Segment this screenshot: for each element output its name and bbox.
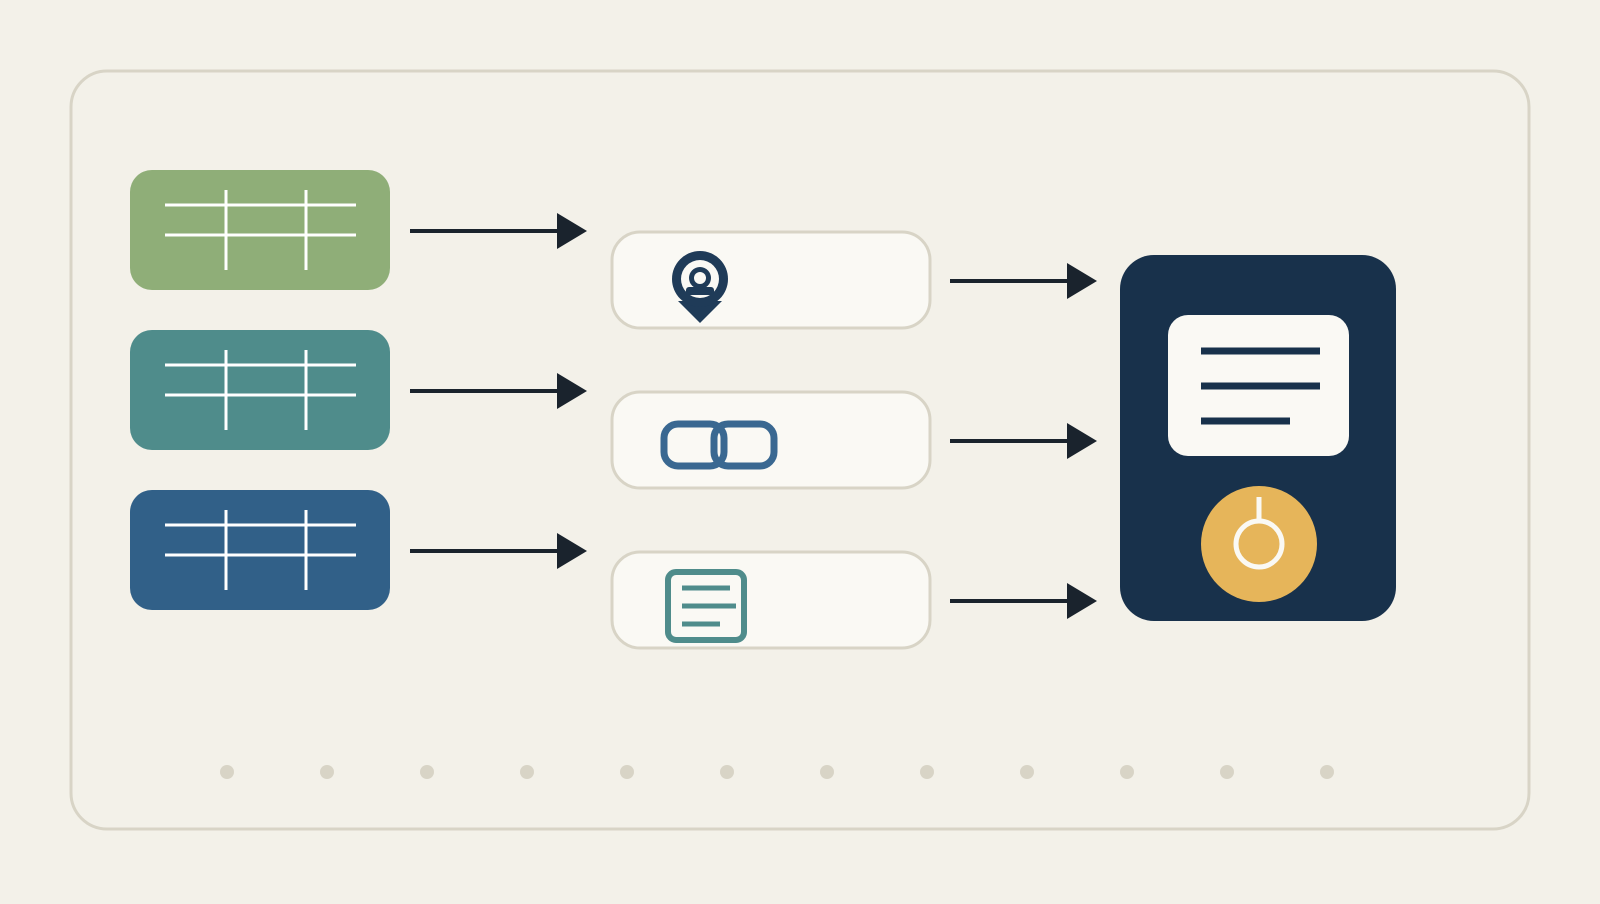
source-tables <box>130 170 390 610</box>
arrow-step-2 <box>950 423 1097 459</box>
table-grid-icon <box>165 510 356 590</box>
step-locate <box>610 230 932 330</box>
arrows-to-output <box>950 263 1097 619</box>
footer-dot <box>420 765 434 779</box>
footer-dot <box>220 765 234 779</box>
arrows-to-steps <box>410 213 587 569</box>
step-locate-box <box>610 230 932 330</box>
footer-dot <box>1320 765 1334 779</box>
arrow-step-1 <box>950 263 1097 299</box>
step-document-box <box>610 550 932 650</box>
footer-dots <box>220 765 1334 779</box>
table-grid-icon <box>165 190 356 270</box>
data-table-teal <box>130 330 390 450</box>
footer-dot <box>920 765 934 779</box>
arrow-source-2 <box>410 373 587 409</box>
footer-dot <box>720 765 734 779</box>
chain-link-icon <box>660 420 778 470</box>
footer-dot <box>1020 765 1034 779</box>
step-document <box>610 550 932 650</box>
output-report-card <box>1168 315 1349 456</box>
location-pin-icon <box>672 251 728 323</box>
power-knob-icon <box>1233 497 1285 570</box>
output-panel <box>1120 255 1396 621</box>
report-lines-icon <box>1201 347 1320 425</box>
arrow-source-1 <box>410 213 587 249</box>
footer-dot <box>520 765 534 779</box>
arrow-step-3 <box>950 583 1097 619</box>
data-table-blue <box>130 490 390 610</box>
footer-dot <box>820 765 834 779</box>
footer-dot <box>1220 765 1234 779</box>
data-table-green <box>130 170 390 290</box>
outer-frame <box>69 69 1531 831</box>
footer-dot <box>620 765 634 779</box>
arrow-source-3 <box>410 533 587 569</box>
document-lines-icon <box>665 569 747 643</box>
footer-dot <box>320 765 334 779</box>
table-grid-icon <box>165 350 356 430</box>
output-badge <box>1201 486 1317 602</box>
data-table-blue-box <box>130 490 390 610</box>
data-table-green-box <box>130 170 390 290</box>
process-steps <box>610 230 932 650</box>
step-link <box>610 390 932 490</box>
data-table-teal-box <box>130 330 390 450</box>
footer-dot <box>1120 765 1134 779</box>
